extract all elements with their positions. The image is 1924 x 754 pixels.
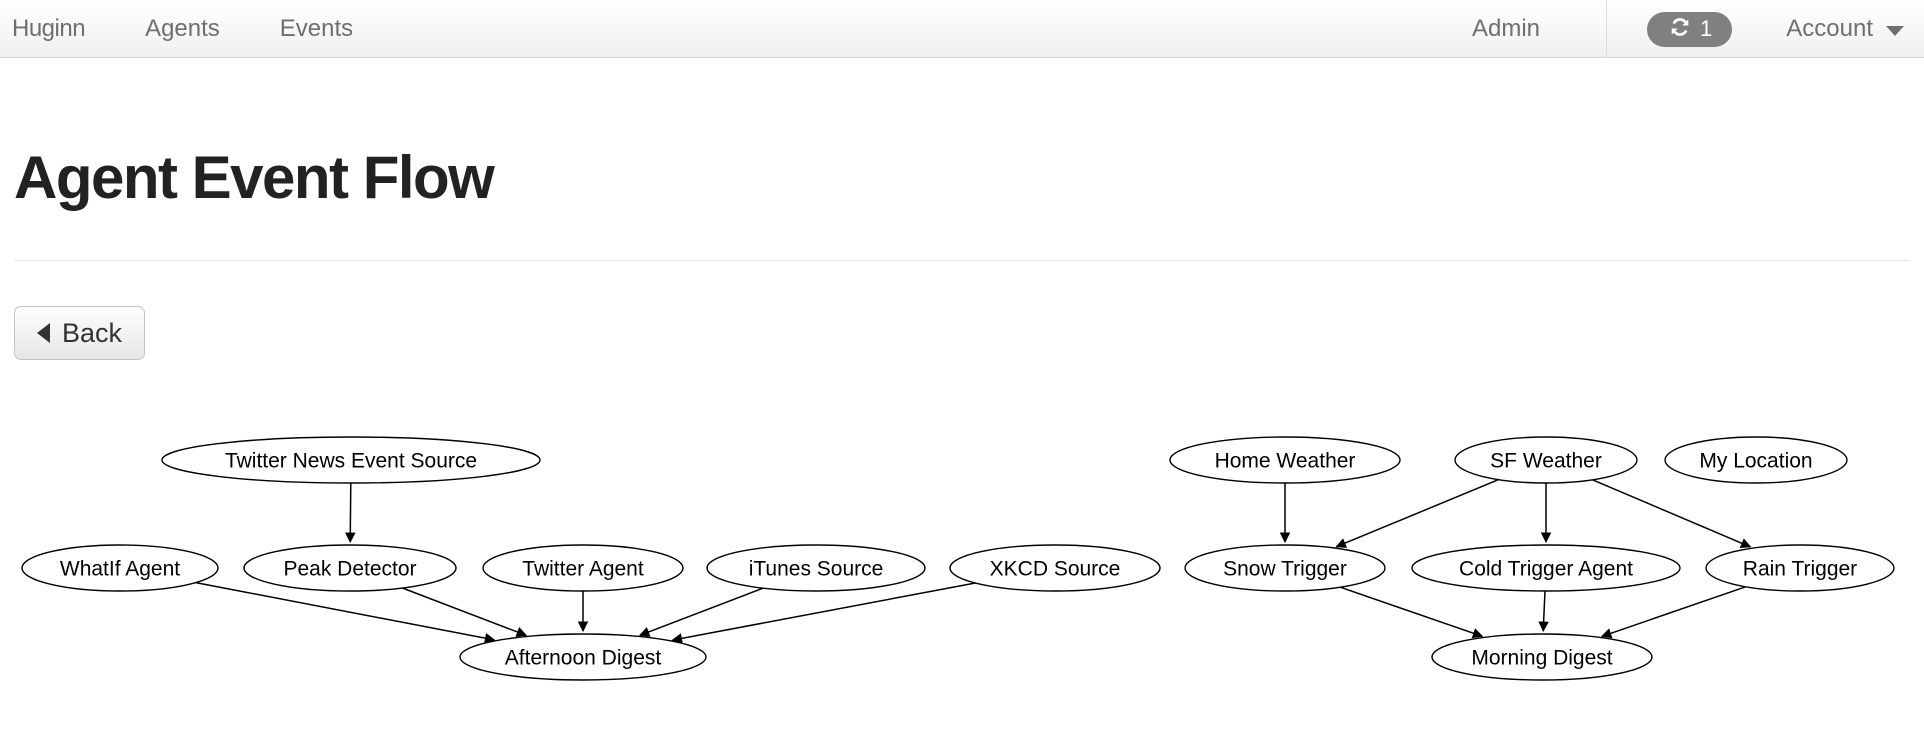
node-ellipse — [706, 544, 926, 592]
account-menu[interactable]: Account — [1786, 17, 1904, 41]
node-label: Peak Detector — [283, 558, 416, 581]
node-ellipse — [1431, 633, 1653, 681]
node-label: Cold Trigger Agent — [1459, 558, 1633, 581]
edge-layer — [195, 478, 1752, 644]
navbar: Huginn Agents Events Admin 1 Account — [0, 0, 1924, 58]
node-label: WhatIf Agent — [60, 558, 180, 581]
sync-icon — [1667, 15, 1693, 44]
graph-node-itunes_source[interactable]: iTunes Source — [706, 544, 926, 592]
node-label: My Location — [1699, 450, 1812, 473]
node-label: Twitter Agent — [522, 558, 644, 581]
graph-node-sf_weather[interactable]: SF Weather — [1454, 436, 1638, 484]
edge-snow_trigger-to-morning_digest — [1340, 586, 1484, 639]
edge-sf_weather-to-rain_trigger — [1592, 479, 1752, 549]
graph-node-rain_trigger[interactable]: Rain Trigger — [1705, 544, 1895, 592]
graph-node-twitter_agent[interactable]: Twitter Agent — [482, 544, 684, 592]
graph-node-snow_trigger[interactable]: Snow Trigger — [1184, 544, 1386, 592]
title-divider — [14, 260, 1910, 261]
node-ellipse — [1705, 544, 1895, 592]
graph-node-home_weather[interactable]: Home Weather — [1169, 436, 1401, 484]
node-label: Morning Digest — [1471, 647, 1612, 670]
chevron-left-icon — [37, 323, 50, 343]
node-ellipse — [243, 544, 457, 592]
graph-node-whatif_agent[interactable]: WhatIf Agent — [21, 544, 219, 592]
worker-badge-count: 1 — [1700, 16, 1713, 41]
edge-twitter_news_event_source-to-peak_detector — [345, 482, 356, 544]
brand-logo[interactable]: Huginn — [12, 14, 86, 42]
node-ellipse — [459, 633, 707, 681]
node-ellipse — [1411, 544, 1681, 592]
graph-node-my_location[interactable]: My Location — [1664, 436, 1848, 484]
page-title: Agent Event Flow — [14, 144, 495, 211]
graph-node-peak_detector[interactable]: Peak Detector — [243, 544, 457, 592]
graph-node-afternoon_digest[interactable]: Afternoon Digest — [459, 633, 707, 681]
edge-cold_trigger_agent-to-morning_digest — [1538, 590, 1549, 633]
node-label: Twitter News Event Source — [225, 450, 477, 473]
node-label: Snow Trigger — [1223, 558, 1347, 581]
graph-node-twitter_news_event_source[interactable]: Twitter News Event Source — [161, 436, 541, 484]
navbar-left-group: Huginn Agents Events — [0, 14, 413, 42]
nav-link-events[interactable]: Events — [279, 14, 354, 42]
node-ellipse — [1184, 544, 1386, 592]
node-label: Afternoon Digest — [505, 647, 662, 670]
node-ellipse — [161, 436, 541, 484]
node-ellipse — [21, 544, 219, 592]
node-label: iTunes Source — [749, 558, 884, 581]
navbar-divider — [1606, 0, 1608, 58]
edge-whatif_agent-to-afternoon_digest — [195, 581, 496, 644]
back-button[interactable]: Back — [14, 306, 146, 360]
graph-node-xkcd_source[interactable]: XKCD Source — [949, 544, 1161, 592]
node-ellipse — [1454, 436, 1638, 484]
back-button-label: Back — [62, 317, 123, 348]
node-label: Home Weather — [1215, 450, 1356, 473]
node-label: Rain Trigger — [1743, 558, 1857, 581]
node-label: SF Weather — [1490, 450, 1602, 473]
edge-peak_detector-to-afternoon_digest — [402, 587, 528, 637]
edge-xkcd_source-to-afternoon_digest — [671, 582, 976, 644]
graph-node-morning_digest[interactable]: Morning Digest — [1431, 633, 1653, 681]
navbar-right-group: Admin 1 Account — [1472, 0, 1924, 58]
edge-itunes_source-to-afternoon_digest — [638, 587, 764, 637]
worker-status-badge[interactable]: 1 — [1647, 11, 1733, 47]
edge-sf_weather-to-snow_trigger — [1335, 478, 1499, 548]
node-ellipse — [1664, 436, 1848, 484]
nav-link-admin[interactable]: Admin — [1472, 15, 1541, 42]
edge-rain_trigger-to-morning_digest — [1600, 586, 1746, 639]
nav-link-agents[interactable]: Agents — [145, 14, 220, 42]
account-menu-label: Account — [1786, 15, 1873, 42]
graph-node-cold_trigger_agent[interactable]: Cold Trigger Agent — [1411, 544, 1681, 592]
node-ellipse — [949, 544, 1161, 592]
chevron-down-icon — [1886, 26, 1904, 36]
node-label: XKCD Source — [990, 558, 1121, 581]
node-ellipse — [482, 544, 684, 592]
page-container: Agent Event Flow Back — [0, 148, 1924, 360]
node-ellipse — [1169, 436, 1401, 484]
